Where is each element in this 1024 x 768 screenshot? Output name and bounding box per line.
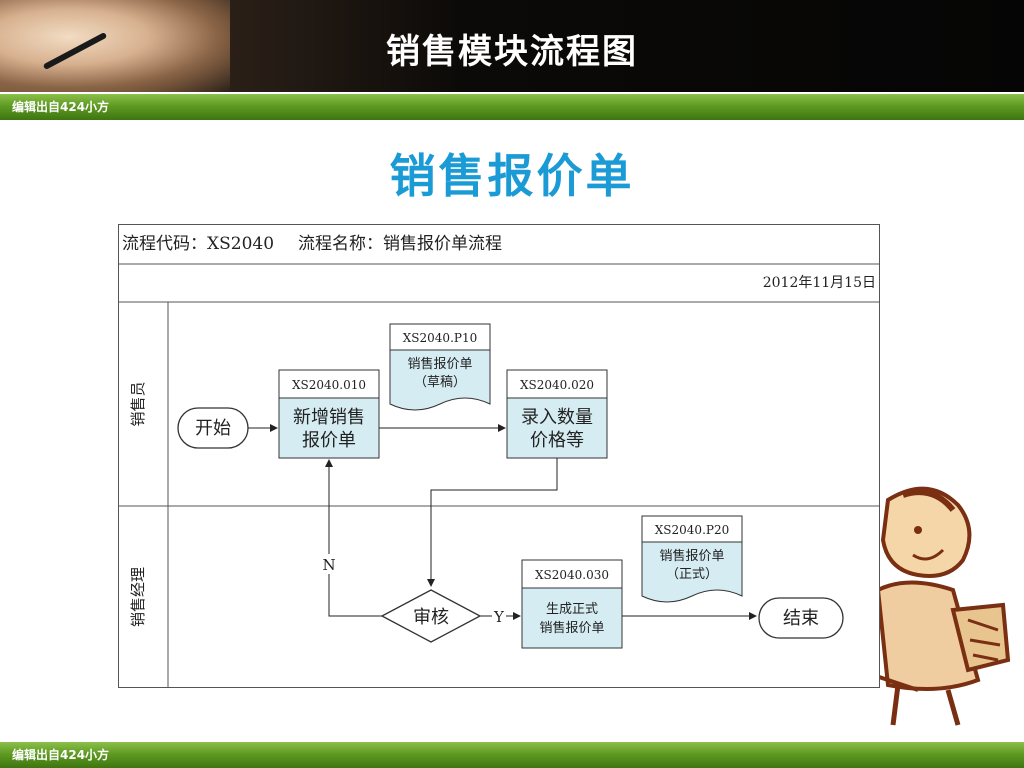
process-name-label: 流程名称：销售报价单流程 <box>298 234 502 254</box>
sheet-date: 2012年11月15日 <box>763 275 876 291</box>
hand-pen-image <box>0 0 230 92</box>
step2-line1: 录入数量 <box>521 407 593 428</box>
step2-box <box>506 397 608 459</box>
step1-code-box <box>278 369 380 399</box>
step2-code-box <box>506 369 608 399</box>
start-label: 开始 <box>195 418 231 439</box>
edge-step2-review <box>427 458 558 587</box>
flowchart: 流程代码：XS2040 流程名称：销售报价单流程 2012年11月15日 销售员… <box>118 224 880 688</box>
step3-line1: 生成正式 <box>546 602 598 617</box>
step3-code-box <box>521 559 623 589</box>
end-label: 结束 <box>783 608 819 629</box>
step1-line2: 报价单 <box>302 430 356 451</box>
band-label: 编辑出自424小方 <box>12 100 110 114</box>
step2-code: XS2040.020 <box>520 378 594 392</box>
page-title: 销售模块流程图 <box>386 32 638 72</box>
step2-line2: 价格等 <box>530 430 584 451</box>
lane-label-salesperson: 销售员 <box>129 381 147 426</box>
doc2-code: XS2040.P20 <box>655 523 729 537</box>
step3-code: XS2040.030 <box>535 568 609 582</box>
header-banner: 销售模块流程图 <box>0 0 1024 92</box>
edge-yes-label: Y <box>493 608 505 626</box>
step1-code: XS2040.010 <box>292 378 366 392</box>
doc2-line1: 销售报价单 <box>659 548 724 564</box>
step1-line1: 新增销售 <box>293 407 365 428</box>
doc1-line1: 销售报价单 <box>407 356 472 372</box>
sheet-frame <box>118 224 880 688</box>
step3-box <box>521 587 623 649</box>
band-label: 编辑出自424小方 <box>12 748 110 762</box>
process-sheet: 流程代码：XS2040 流程名称：销售报价单流程 2012年11月15日 销售员… <box>118 224 880 688</box>
process-code-label: 流程代码：XS2040 <box>122 234 274 254</box>
slide-subtitle: 销售报价单 <box>389 149 635 203</box>
step1-box <box>278 397 380 459</box>
step3-line2: 销售报价单 <box>539 620 604 636</box>
edge-review-step1-no <box>325 459 382 617</box>
doc1-code: XS2040.P10 <box>403 331 477 345</box>
review-decision <box>380 589 482 643</box>
cartoon-man-illustration <box>858 486 1011 726</box>
review-label: 审核 <box>413 607 449 628</box>
edge-no-label: N <box>322 556 335 574</box>
top-green-band: 编辑出自424小方 <box>0 94 1024 120</box>
doc1-line2: （草稿） <box>414 374 466 390</box>
lane-label-sales-manager: 销售经理 <box>129 567 147 627</box>
bottom-green-band: 编辑出自424小方 <box>0 742 1024 768</box>
doc2-line2: （正式） <box>666 567 718 582</box>
end-node <box>758 597 844 639</box>
